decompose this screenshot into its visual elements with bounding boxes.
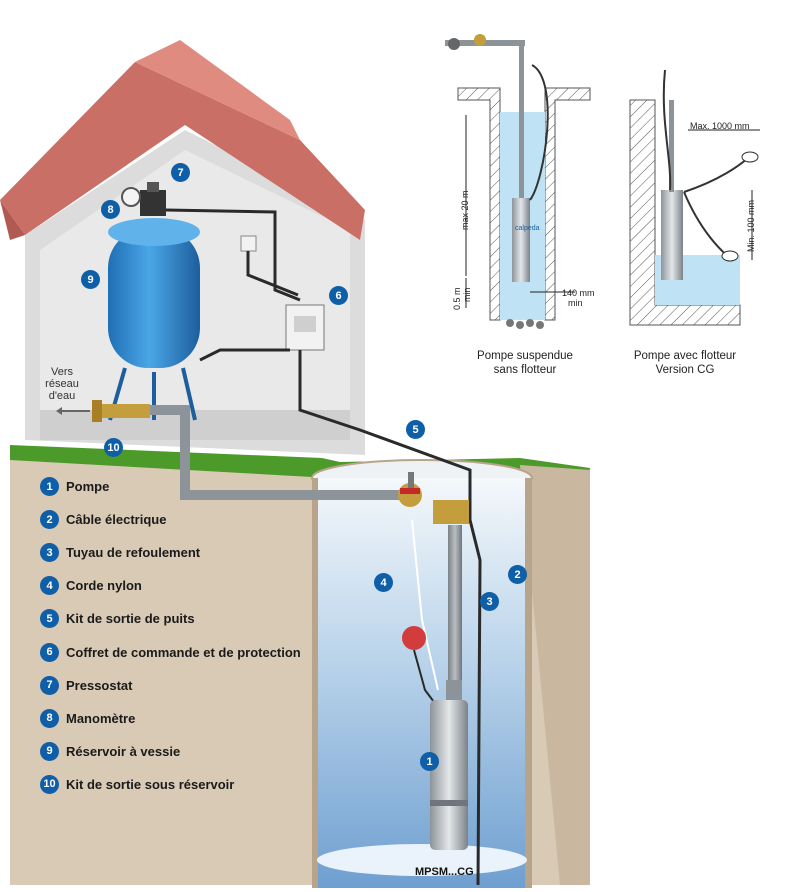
legend-label: Pompe	[66, 479, 110, 495]
model-label: MPSM...CG	[415, 866, 474, 878]
network-note: Vers réseau d'eau	[32, 366, 92, 402]
legend-badge: 4	[40, 576, 59, 596]
component-legend: 1 Pompe 2 Câble électrique 3 Tuyau de refou…	[40, 470, 340, 801]
legend-item: 8 Manomètre	[40, 702, 340, 735]
callout-gauge: 8	[101, 200, 120, 219]
callout-tank: 9	[81, 270, 100, 289]
legend-label: Coffret de commande et de protection	[66, 644, 301, 660]
dim-right-max: Max. 1000 mm	[690, 121, 750, 131]
legend-item: 5 Kit de sortie de puits	[40, 602, 340, 635]
caption-left-line2: sans flotteur	[493, 364, 557, 376]
control-box	[285, 304, 325, 351]
wall-socket	[240, 235, 257, 252]
legend-item: 7 Pressostat	[40, 669, 340, 702]
pump-brand: calpeda	[515, 225, 540, 232]
legend-item: 6 Coffret de commande et de protection	[40, 635, 340, 668]
legend-item: 1 Pompe	[40, 470, 340, 503]
network-note-line2: réseau d'eau	[45, 378, 79, 402]
legend-badge: 9	[40, 741, 59, 761]
caption-right-line2: Version CG	[655, 364, 715, 376]
pressure-gauge	[121, 187, 141, 207]
detail-left-diagram	[445, 34, 591, 329]
legend-label: Réservoir à vessie	[66, 743, 181, 759]
legend-badge: 2	[40, 510, 59, 530]
dim-left-min-depth: 0.5 m	[452, 287, 462, 310]
callout-well-kit: 5	[406, 420, 425, 439]
legend-label: Tuyau de refoulement	[66, 545, 201, 561]
delivery-pipe	[140, 405, 469, 700]
pressure-switch	[140, 182, 166, 216]
legend-item: 3 Tuyau de refoulement	[40, 536, 340, 569]
callout-tank-outlet: 10	[104, 438, 123, 457]
legend-label: Manomètre	[66, 710, 136, 726]
caption-left: Pompe suspendue sans flotteur	[455, 349, 595, 377]
callout-cable: 2	[508, 565, 527, 584]
legend-badge: 6	[40, 642, 59, 662]
legend-item: 9 Réservoir à vessie	[40, 735, 340, 768]
legend-item: 10 Kit de sortie sous réservoir	[40, 768, 340, 801]
legend-badge: 1	[40, 477, 59, 497]
detail-right-diagram	[629, 69, 760, 326]
network-note-line1: Vers	[50, 366, 73, 378]
legend-badge: 3	[40, 543, 59, 563]
legend-item: 2 Câble électrique	[40, 503, 340, 536]
legend-label: Pressostat	[66, 677, 133, 693]
legend-label: Kit de sortie sous réservoir	[66, 776, 235, 792]
legend-badge: 5	[40, 609, 59, 629]
electric-cable	[165, 208, 482, 886]
legend-label: Kit de sortie de puits	[66, 611, 195, 627]
legend-badge: 8	[40, 708, 59, 728]
tank-outlet-kit	[56, 400, 150, 422]
legend-badge: 7	[40, 675, 59, 695]
callout-pump: 1	[420, 752, 439, 771]
dim-left-min-depth-sub: min	[462, 287, 472, 302]
callout-control-box: 6	[329, 286, 348, 305]
callout-pressure-switch: 7	[171, 163, 190, 182]
caption-right-line1: Pompe avec flotteur	[633, 350, 737, 362]
nylon-rope	[411, 519, 439, 691]
caption-right: Pompe avec flotteur Version CG	[615, 349, 755, 377]
callout-delivery-pipe: 3	[480, 592, 499, 611]
caption-left-line1: Pompe suspendue	[477, 350, 573, 362]
dim-right-min: Min. 100 mm	[746, 199, 756, 252]
dim-left-clearance-sub: min	[568, 298, 583, 308]
callout-nylon-rope: 4	[374, 573, 393, 592]
dim-left-max: max 20 m	[460, 190, 470, 230]
dim-left-clearance: 140 mm	[562, 288, 595, 298]
legend-badge: 10	[40, 774, 59, 794]
legend-item: 4 Corde nylon	[40, 569, 340, 602]
submersible-pump	[430, 680, 468, 850]
legend-label: Corde nylon	[66, 578, 142, 594]
legend-label: Câble électrique	[66, 512, 167, 528]
well-shaft	[311, 459, 533, 888]
